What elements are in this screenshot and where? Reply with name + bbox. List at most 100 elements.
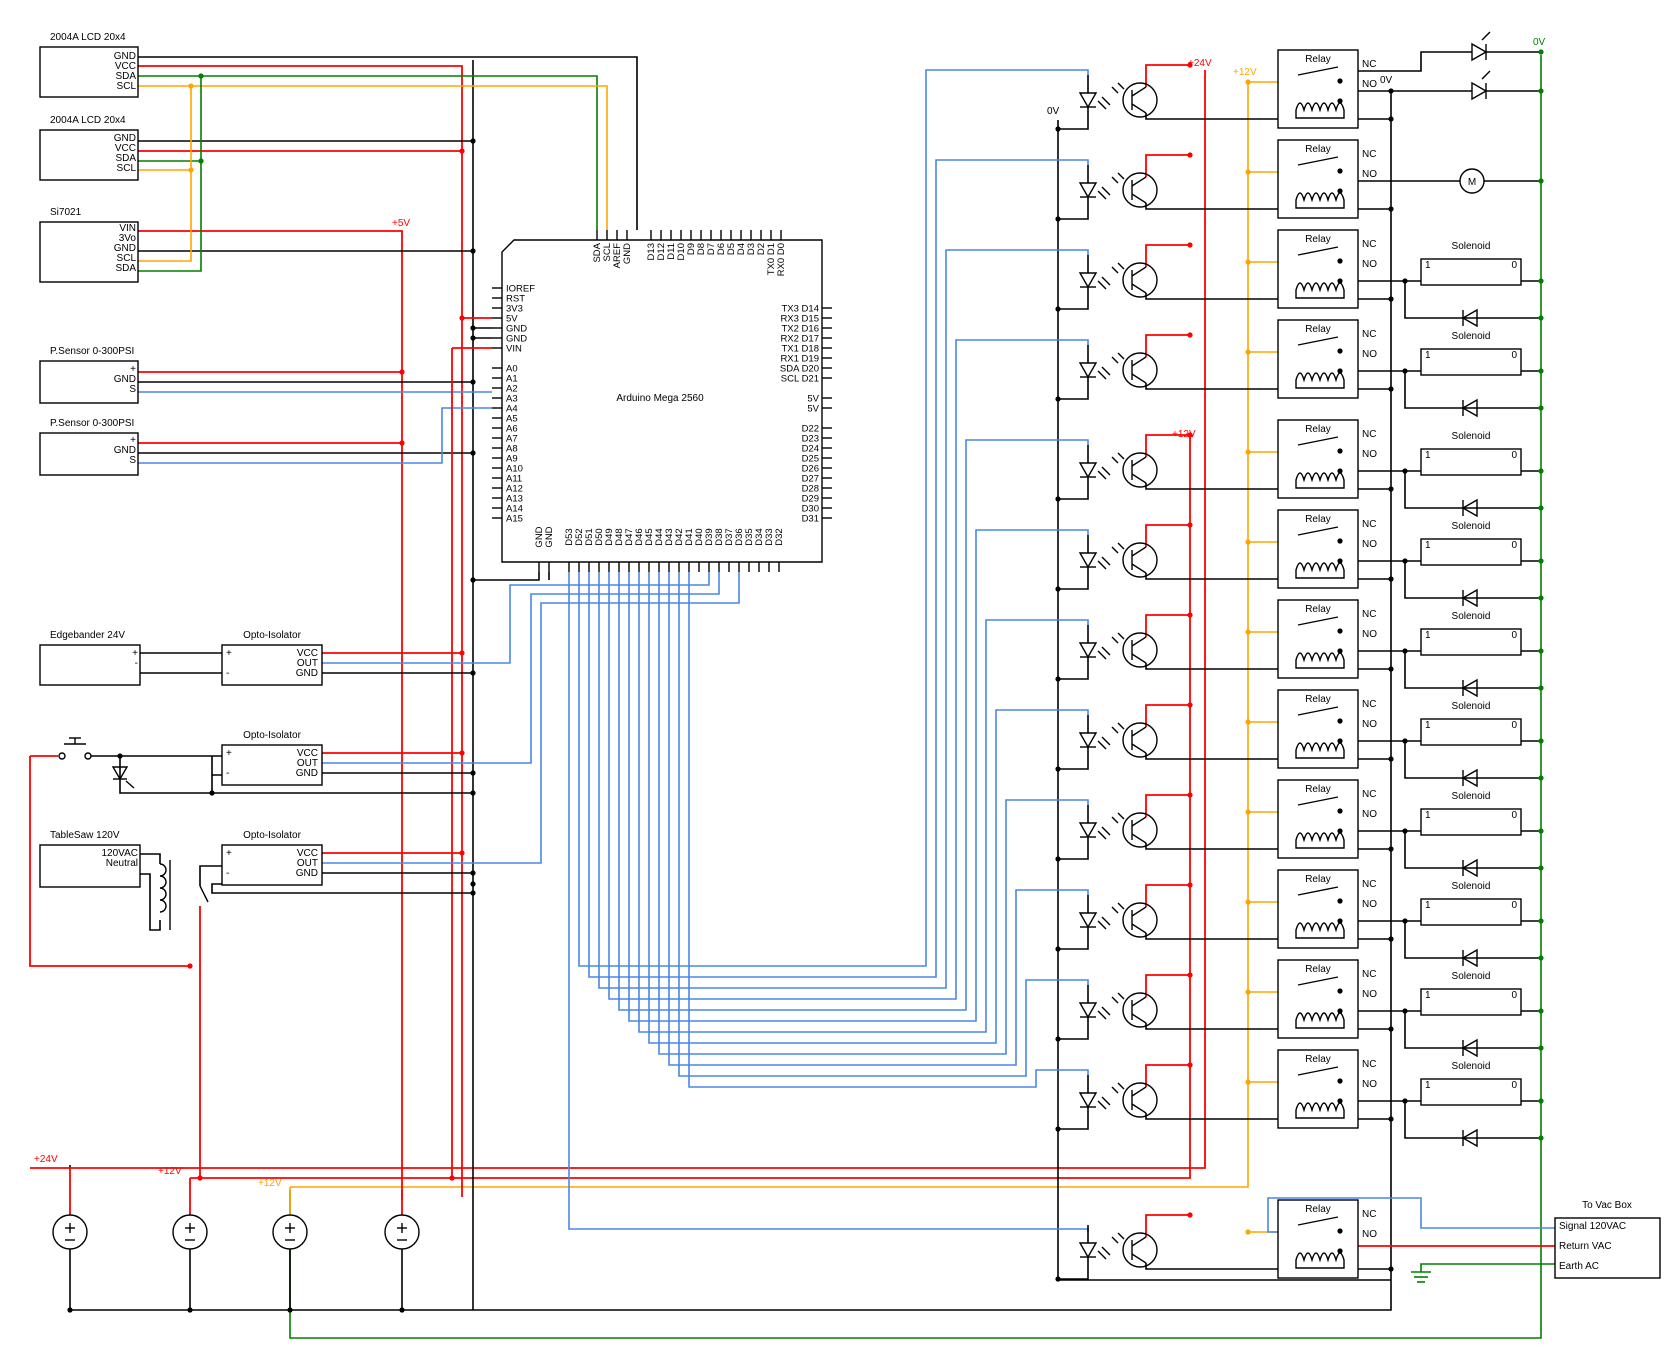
junction (470, 790, 476, 796)
opto-3-box (221, 844, 323, 886)
junction (1245, 989, 1251, 995)
wire (1145, 933, 1278, 940)
channel-12-relay-title: Relay (1305, 1204, 1331, 1215)
junction (1337, 828, 1343, 834)
arduino-left-label: A7 (506, 434, 518, 445)
channel-5-relay-nc: NC (1362, 519, 1376, 530)
solenoid-7-right: 0 (1511, 720, 1517, 731)
flyback-diode-icon (1461, 768, 1478, 788)
wire (1420, 1263, 1555, 1272)
channel-3-photo-ray (1111, 356, 1119, 364)
arduino-left-label: A0 (506, 364, 518, 375)
channel-2-opto-led-icon (1078, 272, 1098, 289)
opto-2-left-pin: + (226, 748, 232, 759)
channel-4-relay-coil-icon (1295, 472, 1345, 489)
opto-2-right-pin: OUT (297, 758, 318, 769)
wire (322, 572, 710, 664)
channel-7-led-ray (1101, 736, 1111, 746)
arduino-top-label: D12 (656, 243, 667, 260)
channel-0-emitter (1131, 103, 1147, 114)
junction (1388, 206, 1394, 212)
junction (399, 369, 405, 375)
junction (1187, 1212, 1193, 1218)
solenoid-11-title: Solenoid (1452, 1061, 1491, 1072)
channel-5-led-ray (1097, 560, 1107, 570)
junction (1337, 648, 1343, 654)
junction (1337, 468, 1343, 474)
signal-wire-7 (648, 572, 1089, 1044)
junction (470, 450, 476, 456)
rail-24v-top-label: +24V (1188, 58, 1212, 69)
tablesaw-pin: 120VAC (101, 848, 138, 859)
channel-8-led-ray (1101, 826, 1111, 836)
junction (1245, 809, 1251, 815)
wire (1145, 884, 1190, 907)
opto-2-right-pin: GND (296, 768, 318, 779)
wire (1058, 927, 1089, 950)
arduino-top-label: D13 (646, 243, 657, 260)
arduino-left-label: A3 (506, 394, 518, 405)
wire (1404, 1101, 1541, 1139)
rail-12v-red (190, 434, 1191, 1179)
channel-7-collector (1131, 726, 1147, 737)
arduino-bottom-label: D36 (734, 528, 745, 545)
solenoid-5-box (1420, 538, 1522, 566)
wire (199, 865, 222, 886)
channel-9-relay-nc: NC (1362, 879, 1376, 890)
wire (1145, 704, 1190, 727)
lcd-1-pin: SDA (115, 71, 136, 82)
rail-0v-label: 0V (1533, 37, 1546, 48)
junction (1337, 168, 1343, 174)
channel-9-led-ray (1101, 916, 1111, 926)
channel-2-relay-nc: NC (1362, 239, 1376, 250)
arduino-top-label: D5 (726, 243, 737, 255)
channel-6-opto-led-icon (1078, 642, 1098, 659)
signal-wire-8 (658, 572, 1089, 1055)
wire (1145, 524, 1190, 547)
arduino-left-label: A1 (506, 374, 518, 385)
solenoid-9-left: 1 (1425, 900, 1431, 911)
solenoid-8-left: 1 (1425, 810, 1431, 821)
channel-4-opto-led-icon (1078, 462, 1098, 479)
wire (1145, 843, 1278, 850)
arduino-bottom-label: D47 (624, 528, 635, 545)
lcd-2-title: 2004A LCD 20x4 (50, 115, 126, 126)
channel-12-transistor-icon (1122, 1232, 1158, 1268)
channel-2-relay-title: Relay (1305, 234, 1331, 245)
arduino-right-label: RX2 D17 (780, 334, 819, 345)
arduino-right-label: RX3 D15 (780, 314, 819, 325)
wire (140, 853, 161, 864)
wire (1145, 794, 1190, 817)
junction (1055, 946, 1061, 952)
junction (470, 379, 476, 385)
junction (1388, 576, 1394, 582)
wire (1340, 51, 1472, 72)
channel-3-relay-coil-icon (1295, 372, 1345, 389)
channel-1-relay-nc: NC (1362, 149, 1376, 160)
channel-7-transistor-icon (1122, 722, 1158, 758)
arduino-left-label: A5 (506, 414, 518, 425)
junction (1538, 595, 1544, 601)
channel-8-led-ray (1097, 830, 1107, 840)
junction (1538, 405, 1544, 411)
channel-4-led-ray (1097, 470, 1107, 480)
junction (1388, 846, 1394, 852)
channel-7-relay-nc: NC (1362, 699, 1376, 710)
channel-3-relay-switch (1297, 336, 1339, 346)
channel-6-relay-title: Relay (1305, 604, 1331, 615)
arduino-right-label: SCL D21 (781, 374, 819, 385)
arduino-top-label: TX0 D1 (766, 243, 777, 275)
channel-1-photo-ray (1117, 172, 1125, 180)
channel-11-transistor-icon (1122, 1082, 1158, 1118)
junction (1055, 766, 1061, 772)
channel-10-photo-ray (1111, 996, 1119, 1004)
channel-3-relay-no: NO (1362, 349, 1377, 360)
arduino-bottom-label: GND (544, 526, 555, 547)
wire (1404, 1011, 1541, 1049)
channel-5-relay-coil-icon (1295, 562, 1345, 579)
channel-5-relay-no: NO (1362, 539, 1377, 550)
junction (1388, 116, 1394, 122)
channel-4-led-ray (1101, 466, 1111, 476)
channel-8-photo-ray (1117, 812, 1125, 820)
wire (1145, 1023, 1278, 1030)
